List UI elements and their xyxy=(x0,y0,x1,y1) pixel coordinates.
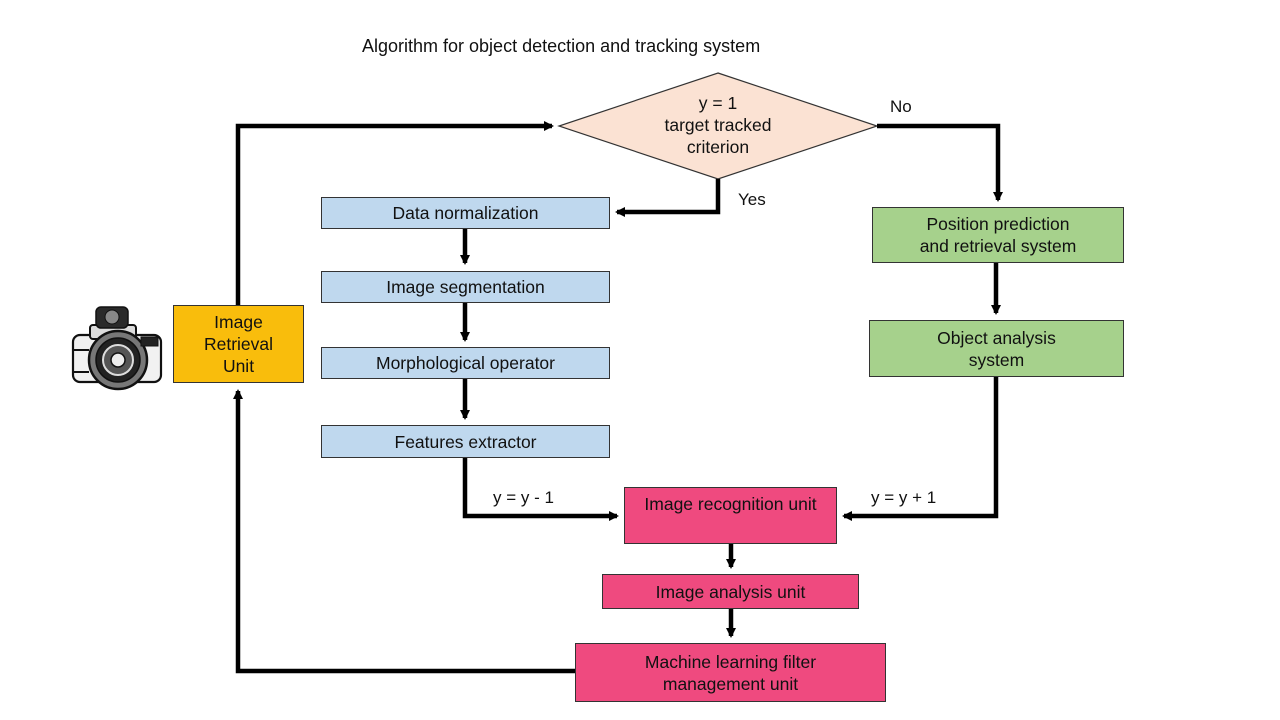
morphological-operator-label: Morphological operator xyxy=(376,353,555,373)
data-normalization-label: Data normalization xyxy=(392,203,539,223)
camera-icon xyxy=(71,306,163,391)
object-analysis-box: Object analysis system xyxy=(869,320,1124,377)
yes-label: Yes xyxy=(738,190,766,209)
arrow-retrieval-to-decision xyxy=(235,121,554,305)
features-extractor-label: Features extractor xyxy=(394,431,537,452)
diagram-title: Algorithm for object detection and track… xyxy=(362,36,761,56)
arrow-no-to-prediction xyxy=(877,123,1003,202)
image-analysis-box: Image analysis unit xyxy=(602,574,859,609)
image-segmentation-label: Image segmentation xyxy=(386,277,545,297)
arrow-yes-to-normalization xyxy=(615,179,721,217)
position-prediction-label: Position prediction and retrieval system xyxy=(919,214,1077,256)
image-segmentation-box: Image segmentation xyxy=(321,271,610,303)
image-recognition-label: Image recognition unit xyxy=(644,494,817,514)
decision-label: y = 1 target tracked criterion xyxy=(664,93,772,157)
ml-filter-label: Machine learning filter management unit xyxy=(644,651,817,694)
image-retrieval-unit-label: Image Retrieval Unit xyxy=(203,312,274,376)
no-label: No xyxy=(890,97,912,116)
object-analysis-label: Object analysis system xyxy=(937,327,1056,370)
image-recognition-box: Image recognition unit xyxy=(624,487,837,544)
image-retrieval-unit: Image Retrieval Unit xyxy=(173,305,304,383)
arrow-object-to-recognition xyxy=(842,377,999,521)
arrow-features-to-recognition xyxy=(462,458,619,521)
morphological-operator-box: Morphological operator xyxy=(321,347,610,379)
image-analysis-label: Image analysis unit xyxy=(655,581,806,602)
data-normalization-box: Data normalization xyxy=(321,197,610,229)
y-plus-label: y = y + 1 xyxy=(871,488,937,507)
position-prediction-box: Position prediction and retrieval system xyxy=(872,207,1124,263)
ml-filter-box: Machine learning filter management unit xyxy=(575,643,886,702)
arrow-ml-to-retrieval xyxy=(233,389,576,674)
y-minus-label: y = y - 1 xyxy=(493,488,554,507)
features-extractor-box: Features extractor xyxy=(321,425,610,458)
